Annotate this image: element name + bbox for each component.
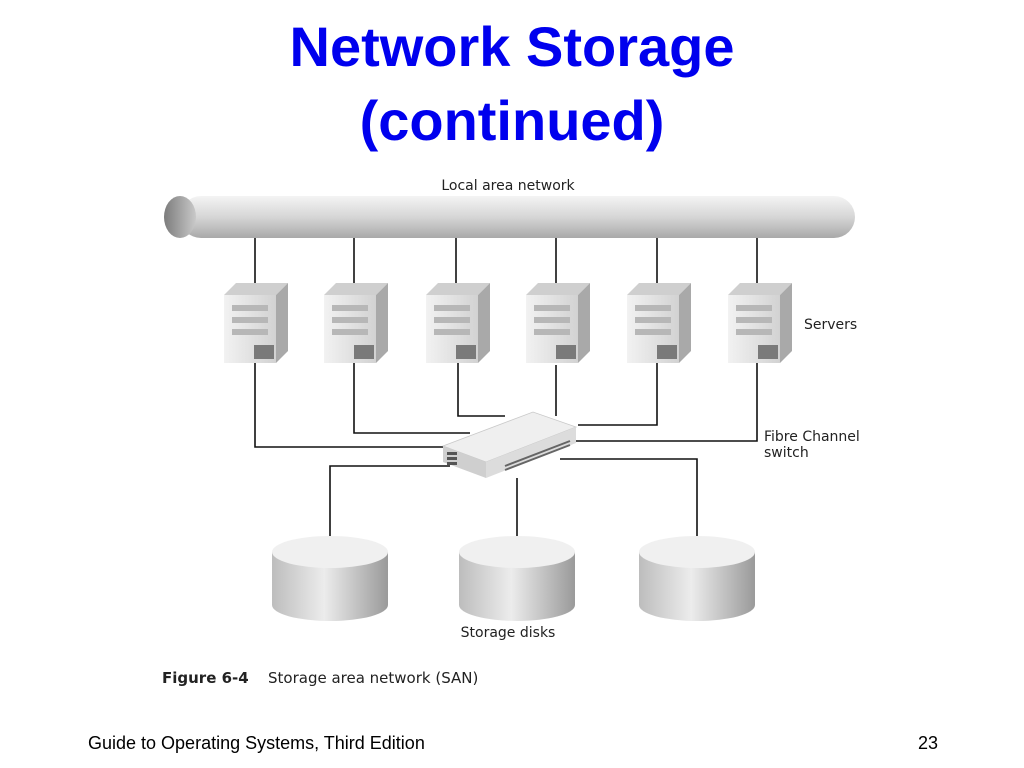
server-3 <box>426 283 490 363</box>
server-1 <box>224 283 288 363</box>
lan-label: Local area network <box>441 178 575 194</box>
lan-pipe <box>164 196 855 238</box>
figure-number: Figure 6-4 <box>162 669 249 687</box>
connection-lines <box>254 238 758 540</box>
fibre-channel-switch <box>441 411 578 478</box>
slide-title-line1: Network Storage <box>289 15 735 78</box>
server-4 <box>526 283 590 363</box>
slide-title-line2: (continued) <box>359 89 665 152</box>
figure-caption: Storage area network (SAN) <box>268 669 478 687</box>
storage-disk-3 <box>639 536 755 621</box>
footer-book-title: Guide to Operating Systems, Third Editio… <box>88 733 425 753</box>
servers-label: Servers <box>804 317 857 333</box>
storage-disk-1 <box>272 536 388 621</box>
switch-label-line1: Fibre Channel <box>764 429 860 445</box>
server-5 <box>627 283 691 363</box>
storage-disk-2 <box>459 536 575 621</box>
switch-label-line2: switch <box>764 445 809 461</box>
server-6 <box>728 283 792 363</box>
server-2 <box>324 283 388 363</box>
disks-label: Storage disks <box>461 625 556 641</box>
page-number: 23 <box>917 733 938 753</box>
